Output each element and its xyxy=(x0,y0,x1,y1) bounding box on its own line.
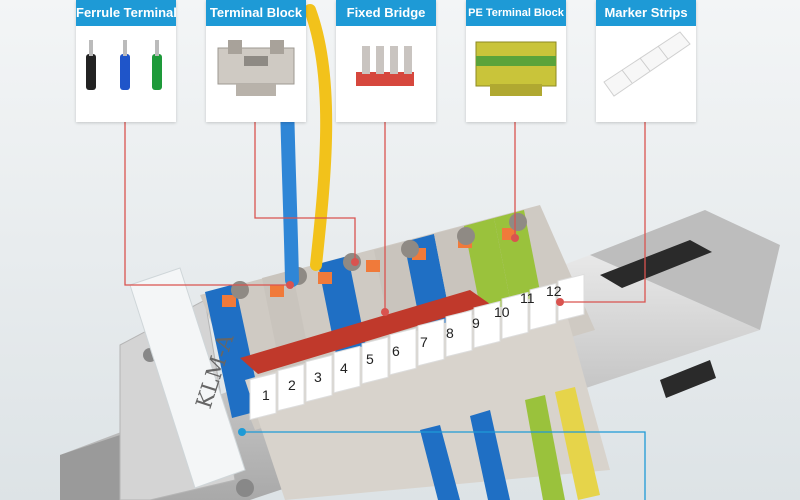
terminal-number: 8 xyxy=(446,325,454,341)
pe-terminal-block-icon xyxy=(475,41,557,96)
ferrule-terminals-icon xyxy=(86,40,162,90)
terminal-number: 2 xyxy=(288,377,296,393)
terminal-number: 6 xyxy=(392,343,400,359)
front-terminal-row xyxy=(245,290,610,500)
marker-strips-icon xyxy=(603,31,691,97)
marker-strip xyxy=(249,273,585,421)
terminal-number: 9 xyxy=(472,315,480,331)
callout-terminal-block: Terminal Block xyxy=(206,0,306,122)
end-plate-leader xyxy=(238,428,646,500)
terminal-number: 7 xyxy=(420,334,428,350)
leader-lines xyxy=(124,122,646,312)
callout-title: Marker Strips xyxy=(596,0,696,26)
leader-dots xyxy=(286,234,564,316)
callout-pe-terminal-block: PE Terminal Block xyxy=(466,0,566,122)
fixed-bridge-icon xyxy=(356,46,414,86)
terminal-number: 5 xyxy=(366,351,374,367)
terminal-number: 1 xyxy=(262,387,270,403)
callout-marker-strips: Marker Strips xyxy=(596,0,696,122)
fixed-bridge xyxy=(240,290,490,374)
terminal-number: 10 xyxy=(494,304,510,320)
terminal-number: 12 xyxy=(546,283,562,299)
callout-ferrule-terminals: Ferrule Terminals xyxy=(76,0,176,122)
terminal-block-icon xyxy=(217,40,295,96)
callout-title: Ferrule Terminals xyxy=(76,0,176,26)
terminal-number: 4 xyxy=(340,360,348,376)
yellow-wire xyxy=(304,4,333,271)
terminal-number: 3 xyxy=(314,369,322,385)
terminal-number: 11 xyxy=(520,290,535,306)
callout-title: PE Terminal Block xyxy=(466,0,566,26)
terminal-numbers: 1 2 3 4 5 6 7 8 9 10 11 12 xyxy=(262,283,562,403)
callout-title: Terminal Block xyxy=(206,0,306,26)
callout-fixed-bridge: Fixed Bridge xyxy=(336,0,436,122)
callout-title: Fixed Bridge xyxy=(336,0,436,26)
